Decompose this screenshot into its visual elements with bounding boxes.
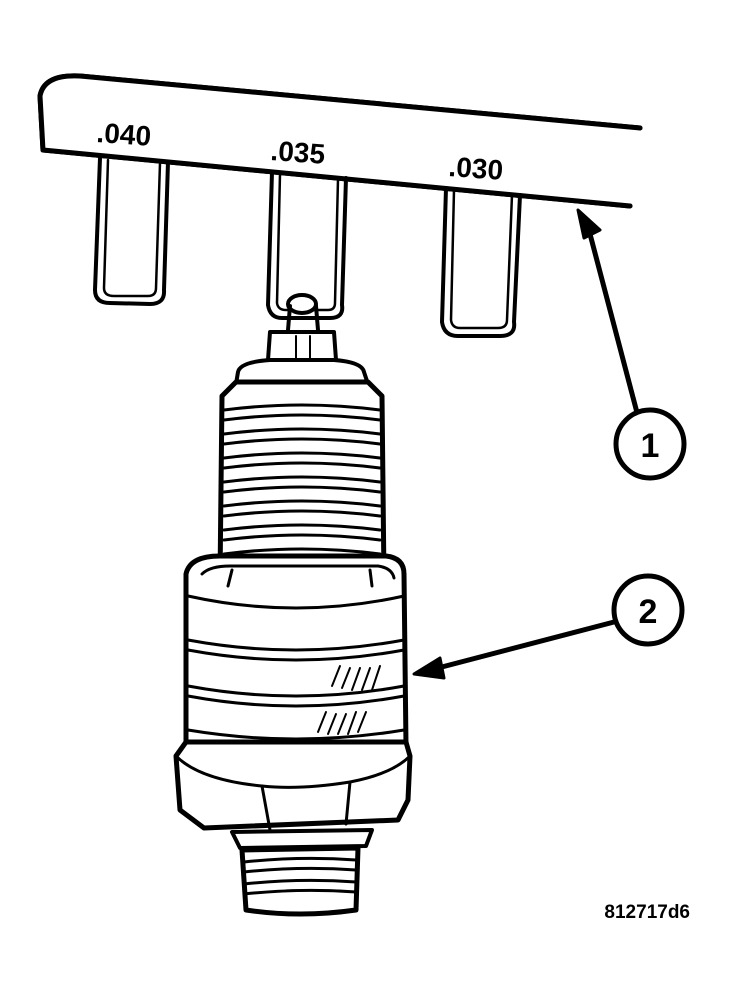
callout-1: 1 bbox=[576, 208, 687, 481]
figure-id: 812717d6 bbox=[604, 902, 690, 923]
wire-gap-gauge: .040 .035 .030 bbox=[37, 73, 643, 338]
plug-lower-threads bbox=[230, 828, 374, 917]
callout-1-balloon bbox=[613, 407, 687, 481]
gauge-label-035: .035 bbox=[270, 135, 327, 170]
callout-2-number: 2 bbox=[639, 593, 658, 631]
plug-shell bbox=[183, 553, 409, 749]
gauge-wire-030 bbox=[440, 186, 522, 338]
plug-electrode bbox=[266, 293, 338, 362]
gauge-label-030: .030 bbox=[448, 151, 505, 186]
callout-2-balloon bbox=[611, 573, 685, 647]
spark-plug bbox=[173, 293, 413, 917]
callout-1-number: 1 bbox=[641, 427, 660, 465]
plug-hex bbox=[173, 739, 413, 832]
plug-upper-threads bbox=[217, 358, 387, 583]
gauge-wire-040 bbox=[93, 156, 170, 306]
gauge-label-040: .040 bbox=[96, 117, 153, 152]
callout-2: 2 bbox=[412, 573, 685, 680]
